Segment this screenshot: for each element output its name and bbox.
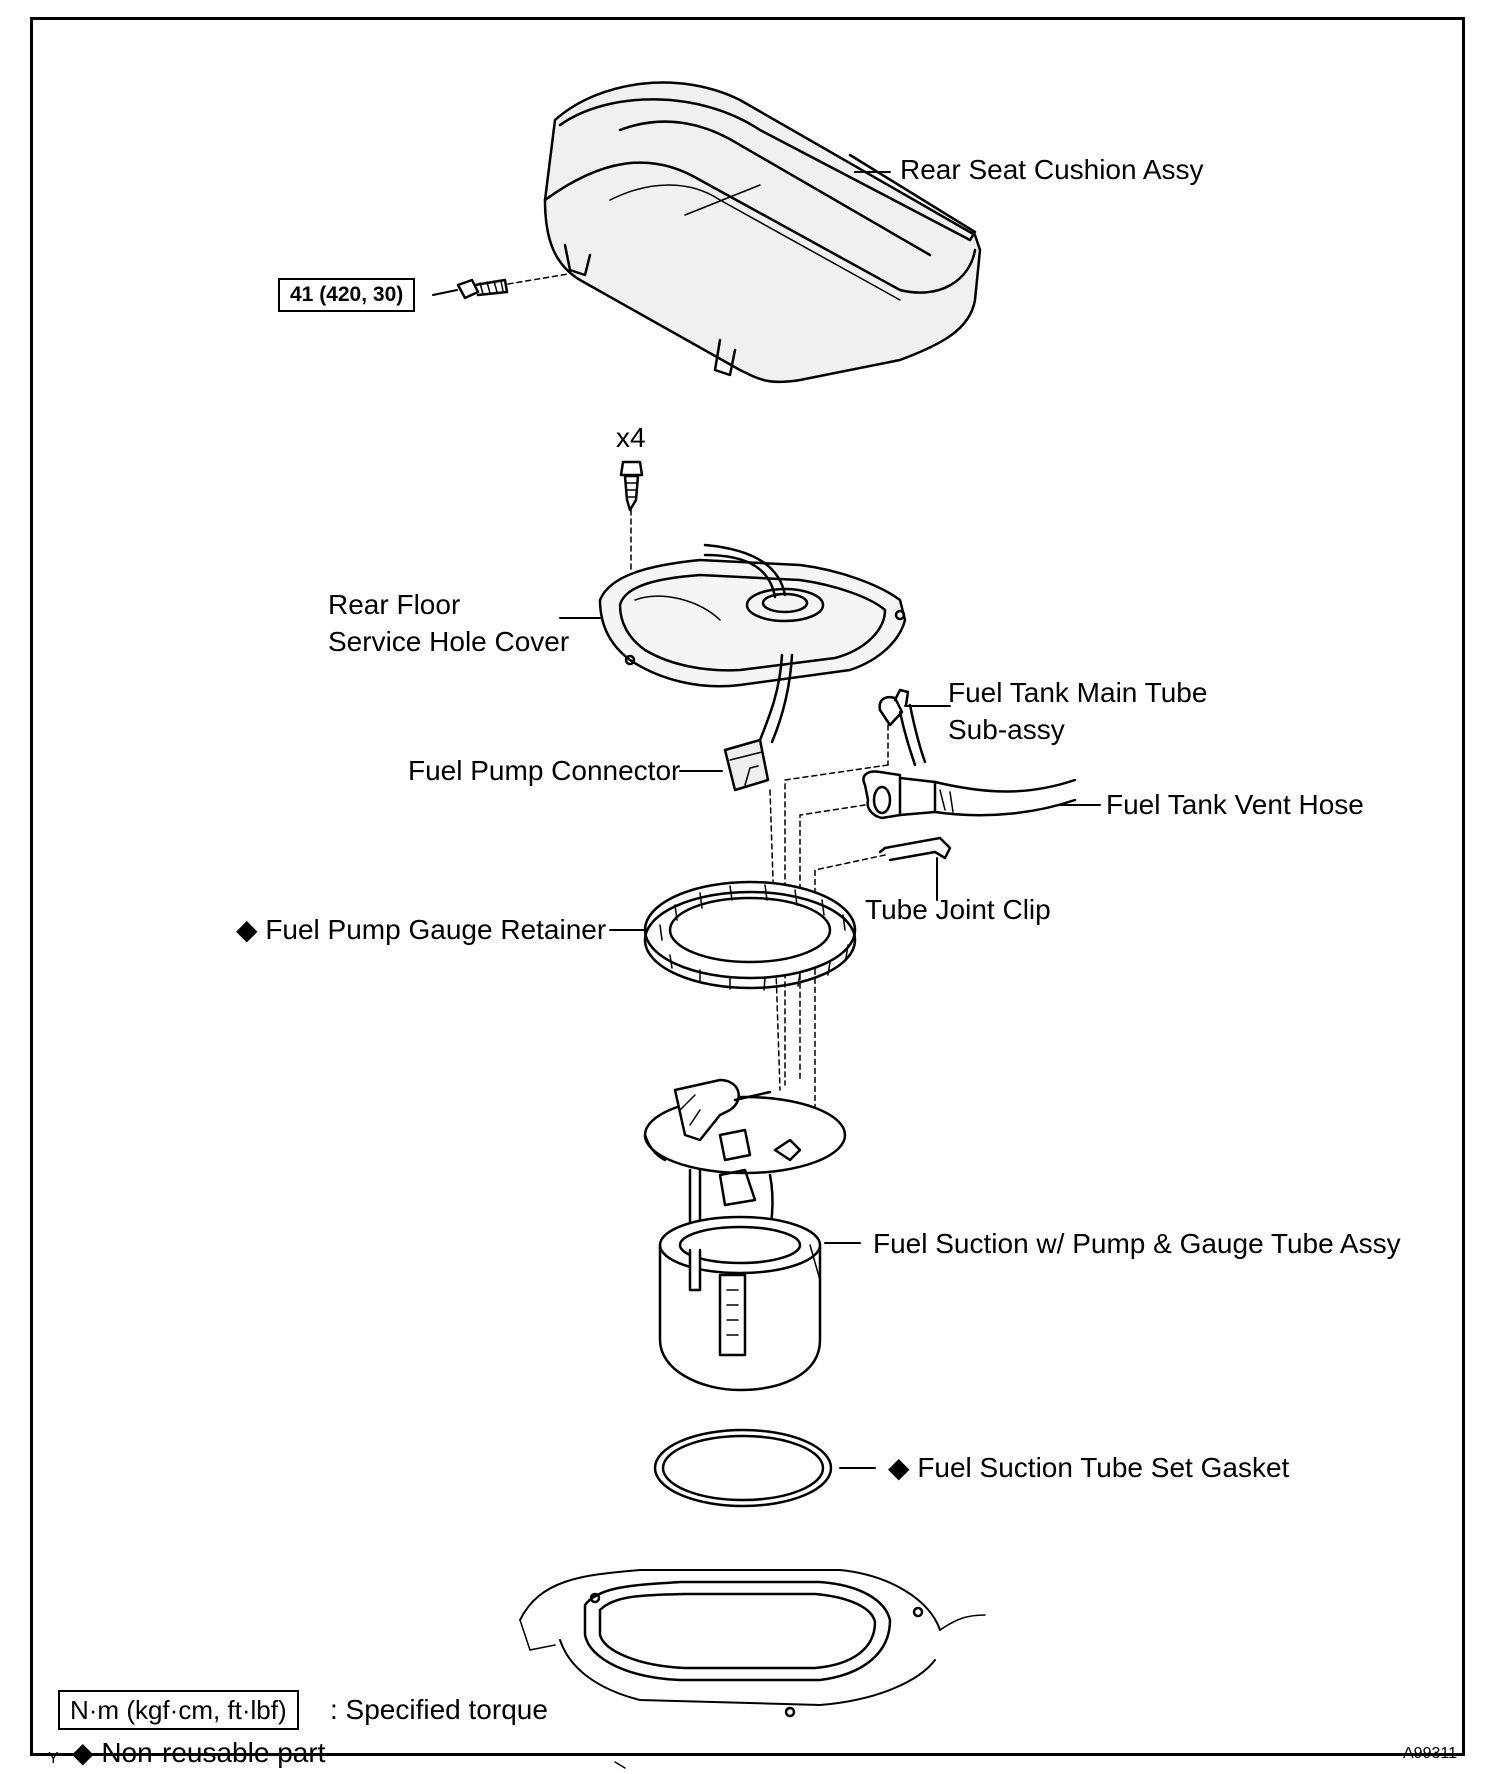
fuel-suction-assembly-drawing xyxy=(643,1078,847,1392)
tube-joint-clip-drawing xyxy=(878,836,952,862)
label-set-gasket: ◆ Fuel Suction Tube Set Gasket xyxy=(888,1452,1290,1483)
label-main-tube-line2: Sub-assy xyxy=(948,714,1065,745)
figure-code: A99311 xyxy=(1403,1745,1457,1762)
label-main-tube-line1: Fuel Tank Main Tube xyxy=(948,677,1208,708)
legend-torque-unit-box: N·m (kgf·cm, ft·lbf) xyxy=(58,1690,299,1730)
label-vent-hose: Fuel Tank Vent Hose xyxy=(1106,789,1364,820)
legend-torque-desc: : Specified torque xyxy=(330,1694,548,1725)
seat-bolt-drawing xyxy=(456,273,569,300)
fuel-pump-gauge-retainer-drawing xyxy=(643,880,857,991)
assembly-guide-lines xyxy=(769,764,889,1116)
label-service-cover-line1: Rear Floor xyxy=(328,589,461,620)
diagram-frame xyxy=(30,17,1465,1756)
set-gasket-drawing xyxy=(653,1428,833,1508)
torque-spec-seat-bolt: 41 (420, 30) xyxy=(278,278,416,312)
fuel-tank-main-tube-drawing xyxy=(878,688,927,767)
label-fuel-pump-connector: Fuel Pump Connector xyxy=(408,755,681,786)
cover-bolt-drawing xyxy=(619,460,644,571)
label-suction-assy: Fuel Suction w/ Pump & Gauge Tube Assy xyxy=(873,1228,1401,1259)
label-bolt-count: x4 xyxy=(616,422,646,453)
service-hole-cover-drawing xyxy=(598,543,907,744)
corner-mark: Y xyxy=(48,1750,59,1767)
fuel-tank-opening-drawing xyxy=(519,1569,986,1769)
fuel-pump-connector-drawing xyxy=(723,738,770,792)
fuel-tank-vent-hose-drawing xyxy=(862,770,1077,820)
label-service-cover-line2: Service Hole Cover xyxy=(328,626,570,657)
rear-seat-cushion-drawing xyxy=(543,81,982,384)
label-gauge-retainer: ◆ Fuel Pump Gauge Retainer xyxy=(236,914,607,945)
label-tube-joint-clip: Tube Joint Clip xyxy=(865,894,1051,925)
label-rear-seat-cushion: Rear Seat Cushion Assy xyxy=(900,154,1204,185)
legend-non-reusable: ◆ Non-reusable part xyxy=(72,1737,326,1768)
